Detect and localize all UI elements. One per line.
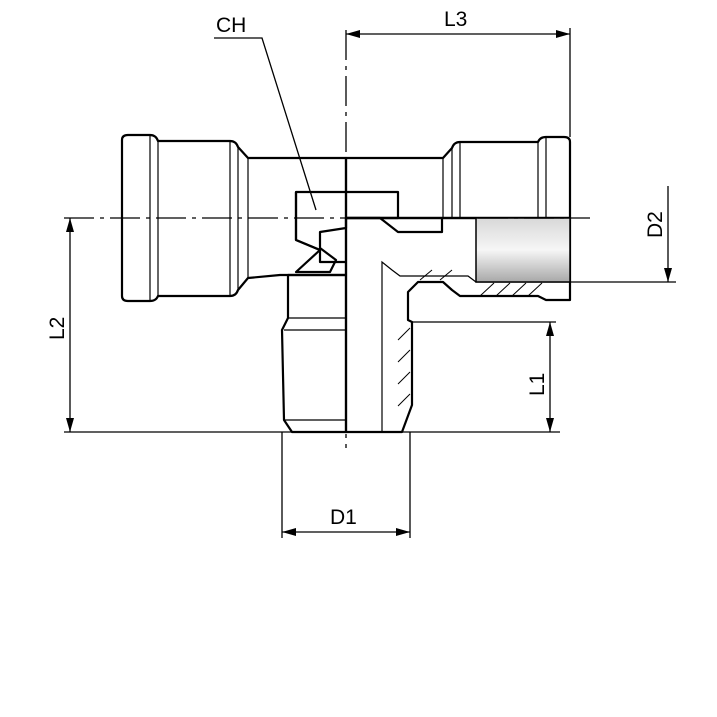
hex-flat	[294, 190, 444, 274]
male-thread-stem	[280, 273, 348, 434]
d1-label: D1	[330, 506, 357, 529]
dimension-d1: D1	[281, 432, 411, 538]
center-lines	[64, 30, 590, 448]
dimension-d2: D2	[570, 186, 676, 283]
dimension-ch: CH	[214, 14, 317, 211]
dimension-l3: L3	[346, 8, 571, 137]
l1-label: L1	[526, 373, 549, 396]
thread-hatch-stem	[397, 327, 411, 407]
d2-label: D2	[644, 211, 667, 238]
right-body	[344, 135, 572, 220]
dimension-l1: L1	[412, 321, 556, 432]
l2-label: L2	[46, 317, 69, 340]
ch-label: CH	[216, 14, 246, 37]
section-wall	[344, 216, 572, 434]
l3-label: L3	[444, 8, 467, 31]
thread-hatch-right	[419, 269, 543, 297]
dimension-l2: L2	[46, 218, 560, 433]
